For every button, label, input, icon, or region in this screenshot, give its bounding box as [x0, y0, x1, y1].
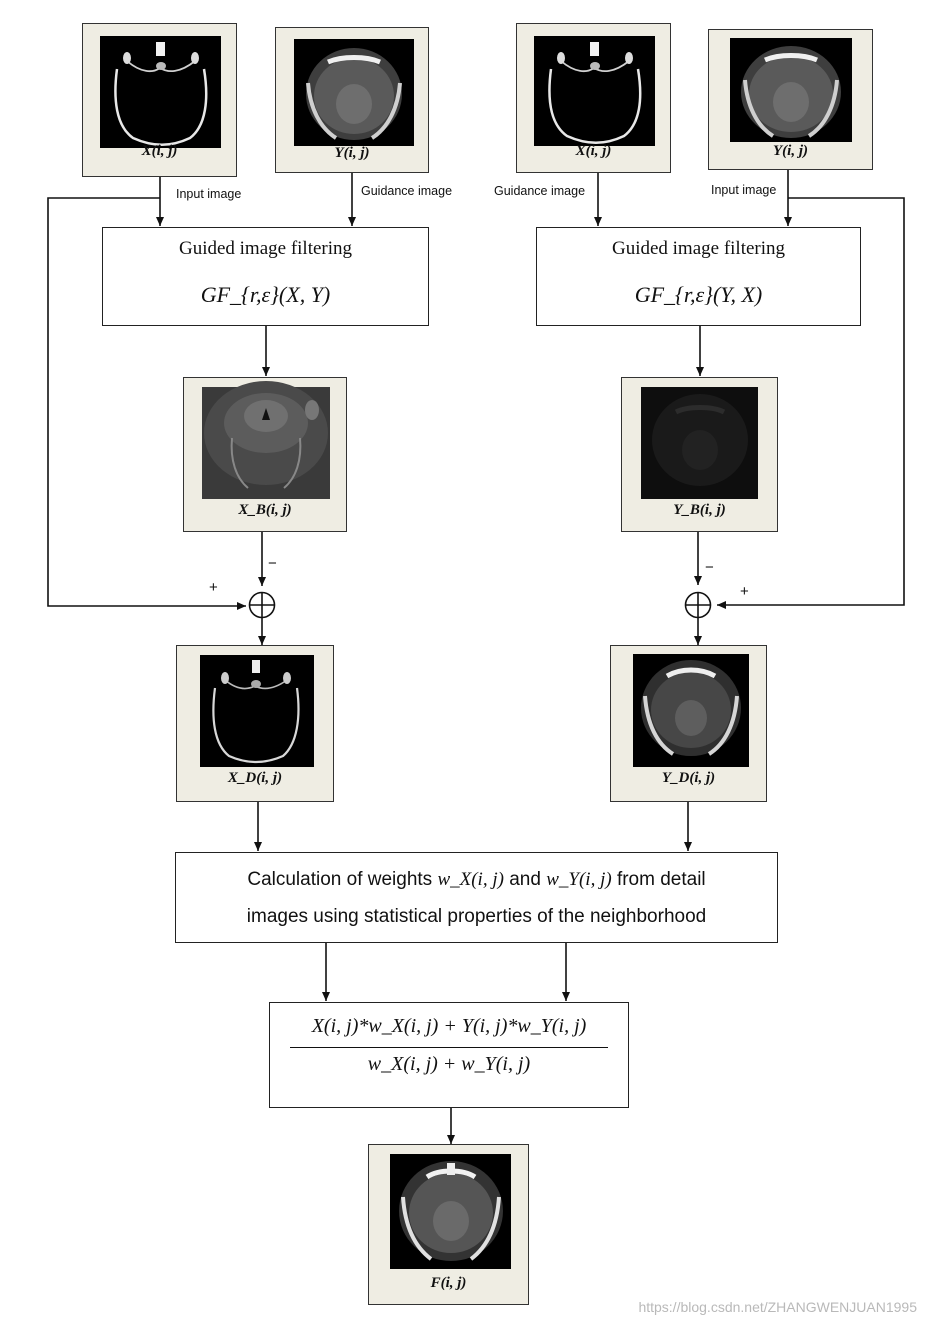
calc-text-a: Calculation of weights — [247, 869, 433, 890]
base-image-yb — [641, 387, 758, 499]
image-frame-x2: X(i, j) — [516, 23, 671, 173]
plus-sign-left: + — [209, 579, 218, 596]
guided-filter-title-right: Guided image filtering — [611, 238, 786, 259]
caption-x: X(i, j) — [141, 143, 178, 159]
image-frame-xd: X_D(i, j) — [176, 645, 334, 802]
caption-yb: Y_B(i, j) — [673, 502, 726, 518]
guided-filter-formula-left: GF_{r,ε}(X, Y) — [200, 282, 331, 307]
caption-x2: X(i, j) — [575, 143, 612, 159]
fused-image-f — [390, 1154, 511, 1269]
fusion-formula-box: X(i, j)*w_X(i, j) + Y(i, j)*w_Y(i, j) w_… — [269, 1002, 629, 1108]
guided-filter-formula-right: GF_{r,ε}(Y, X) — [634, 282, 763, 307]
label-input-image-left: Input image — [176, 187, 242, 201]
caption-y2: Y(i, j) — [773, 143, 808, 159]
label-input-image-right: Input image — [711, 183, 777, 197]
mri-image-y — [294, 39, 414, 146]
fraction-bar — [290, 1047, 608, 1048]
calc-line-2: images using statistical properties of t… — [246, 906, 707, 927]
guided-filter-title-left: Guided image filtering — [178, 238, 353, 259]
caption-y: Y(i, j) — [334, 145, 370, 161]
minus-sign-right: − — [705, 559, 714, 576]
calc-text-and: and — [509, 869, 541, 890]
label-guidance-image-right: Guidance image — [494, 184, 586, 198]
caption-yd: Y_D(i, j) — [661, 770, 716, 786]
guided-filter-box-right: Guided image filtering GF_{r,ε}(Y, X) — [536, 227, 861, 326]
image-frame-f: F(i, j) — [368, 1144, 529, 1305]
weight-calculation-box: Calculation of weights w_X(i, j) and w_Y… — [175, 852, 778, 943]
calc-text-b: from detail — [616, 869, 706, 890]
fusion-numerator: X(i, j)*w_X(i, j) + Y(i, j)*w_Y(i, j) — [311, 1015, 587, 1037]
image-frame-yb: Y_B(i, j) — [621, 377, 778, 532]
caption-xd: X_D(i, j) — [227, 770, 283, 786]
image-frame-xb: X_B(i, j) — [183, 377, 347, 532]
ct-image-x — [100, 36, 221, 148]
fusion-denominator: w_X(i, j) + w_Y(i, j) — [367, 1053, 531, 1075]
watermark: https://blog.csdn.net/ZHANGWENJUAN1995 — [638, 1299, 917, 1315]
image-frame-yd: Y_D(i, j) — [610, 645, 767, 802]
caption-f: F(i, j) — [430, 1275, 467, 1291]
plus-sign-right: + — [740, 583, 749, 600]
mri-image-y2 — [730, 38, 852, 142]
detail-image-yd — [633, 654, 749, 767]
minus-sign-left: − — [268, 555, 277, 572]
weight-wx: w_X(i, j) — [437, 869, 504, 890]
arrow-x-bypass-to-sum-left — [47, 197, 246, 610]
detail-image-xd — [200, 655, 314, 767]
image-frame-y2: Y(i, j) — [708, 29, 873, 170]
weight-wy: w_Y(i, j) — [546, 869, 612, 890]
base-image-xb — [202, 381, 330, 499]
image-frame-y: Y(i, j) — [275, 27, 429, 173]
caption-xb: X_B(i, j) — [238, 502, 292, 518]
label-guidance-image-left: Guidance image — [361, 184, 453, 198]
arrow-y-bypass-to-sum-right — [717, 197, 905, 609]
ct-image-x2 — [534, 36, 655, 146]
calc-line-1: Calculation of weights w_X(i, j) and w_Y… — [176, 861, 777, 898]
guided-filter-box-left: Guided image filtering GF_{r,ε}(X, Y) — [102, 227, 429, 326]
image-frame-x: X(i, j) — [82, 23, 237, 177]
